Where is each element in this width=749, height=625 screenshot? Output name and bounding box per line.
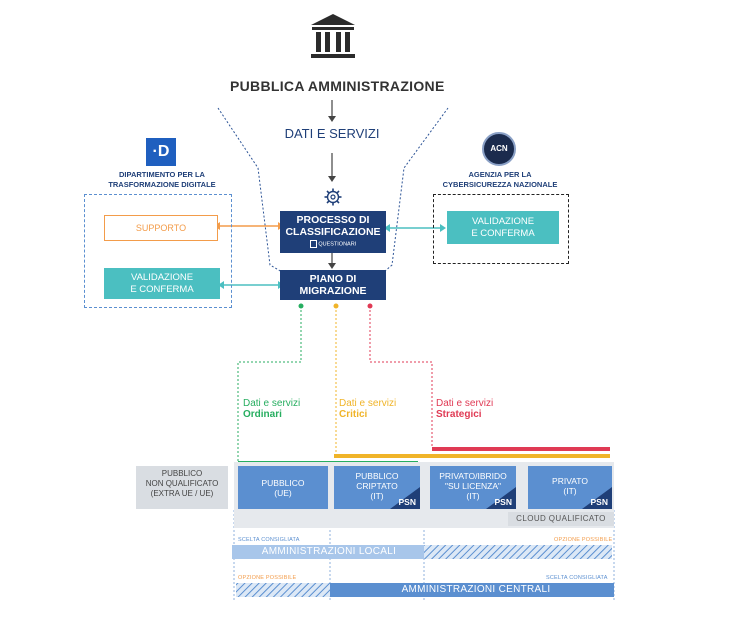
local-administrations-label: AMMINISTRAZIONI LOCALI	[261, 546, 397, 557]
page-title: PUBBLICA AMMINISTRAZIONE	[230, 78, 445, 94]
questionnaire-icon	[309, 240, 317, 248]
cloud-hybrid-line2: "SU LICENZA"	[444, 481, 502, 491]
acn-logo-text: ACN	[490, 144, 508, 153]
psn-label: PSN	[494, 497, 512, 507]
category-critici-name: Critici	[339, 409, 368, 420]
support-box: SUPPORTO	[104, 215, 218, 241]
government-building-icon	[311, 14, 355, 58]
cloud-public-line1: PUBBLICO	[261, 478, 305, 488]
acn-validation-box: VALIDAZIONE E CONFERMA	[447, 211, 559, 244]
cloud-private: PRIVATO (IT) PSN	[528, 466, 612, 509]
central-recommended-bar	[330, 583, 614, 597]
central-possible-label: OPZIONE POSSIBILE	[238, 575, 297, 581]
central-administrations-label: AMMINISTRAZIONI CENTRALI	[401, 584, 551, 595]
local-recommended-label: SCELTA CONSIGLIATA	[238, 537, 300, 543]
dtd-validation-line2: E CONFERMA	[130, 283, 194, 295]
dtd-name-line2: TRASFORMAZIONE DIGITALE	[108, 180, 216, 189]
cloud-hybrid-line1: PRIVATO/IBRIDO	[439, 471, 507, 481]
support-label: SUPPORTO	[135, 223, 187, 233]
migration-plan-box: PIANO DI MIGRAZIONE	[280, 270, 386, 300]
cloud-private-line2: (IT)	[563, 486, 577, 496]
dtd-name-line1: DIPARTIMENTO PER LA	[119, 170, 205, 179]
cloud-encrypted-line2: CRIPTATO	[356, 481, 398, 491]
local-possible-hatch	[424, 545, 612, 559]
category-strategici-name: Strategici	[436, 409, 482, 420]
psn-label: PSN	[398, 497, 416, 507]
cloud-private-hybrid: PRIVATO/IBRIDO "SU LICENZA" (IT) PSN	[430, 466, 516, 509]
questionnaire-row: QUESTIONARI	[280, 240, 386, 248]
cloud-non-qualified-line2: NON QUALIFICATO	[145, 479, 219, 488]
dtd-validation-box: VALIDAZIONE E CONFERMA	[104, 268, 220, 299]
cloud-hybrid-line3: (IT)	[466, 491, 480, 501]
psn-corner	[486, 487, 516, 509]
psn-label: PSN	[590, 497, 608, 507]
cloud-public-line2: (UE)	[274, 488, 292, 498]
acn-box	[433, 194, 569, 264]
migration-label-line1: PIANO DI	[309, 273, 357, 285]
category-ordinari-prefix: Dati e servizi	[243, 398, 301, 409]
cloud-qualified-label-text: CLOUD QUALIFICATO	[516, 514, 606, 523]
classification-label-line1: PROCESSO DI	[296, 214, 370, 226]
cloud-public-ue: PUBBLICO (UE)	[238, 466, 328, 509]
cloud-public-encrypted: PUBBLICO CRIPTATO (IT) PSN	[334, 466, 420, 509]
acn-validation-line2: E CONFERMA	[471, 227, 535, 239]
migration-label-line2: MIGRAZIONE	[299, 285, 367, 297]
dtd-validation-line1: VALIDAZIONE	[130, 271, 194, 283]
questionnaire-label: QUESTIONARI	[318, 241, 357, 248]
psn-corner	[390, 487, 420, 509]
acn-logo: ACN	[482, 132, 516, 166]
classification-process-box: PROCESSO DI CLASSIFICAZIONE QUESTIONARI	[280, 211, 386, 253]
dtd-logo: ·D	[146, 138, 176, 166]
dtd-box	[84, 194, 232, 308]
cloud-non-qualified-line3: (EXTRA UE / UE)	[150, 489, 214, 498]
dtd-logo-text: ·D	[152, 143, 170, 160]
local-possible-label: OPZIONE POSSIBILE	[554, 537, 613, 543]
local-recommended-bar	[232, 545, 424, 559]
category-critici-prefix: Dati e servizi	[339, 398, 397, 409]
data-services-label: DATI E SERVIZI	[284, 126, 380, 141]
cloud-non-qualified: PUBBLICO NON QUALIFICATO (EXTRA UE / UE)	[136, 466, 228, 509]
psn-corner	[582, 487, 612, 509]
acn-name-line1: AGENZIA PER LA	[468, 170, 532, 179]
classification-label-line2: CLASSIFICAZIONE	[285, 226, 381, 238]
central-possible-hatch	[236, 583, 330, 597]
cloud-non-qualified-line1: PUBBLICO	[161, 469, 203, 478]
cloud-encrypted-line1: PUBBLICO	[355, 471, 399, 481]
cloud-qualified-label: CLOUD QUALIFICATO	[508, 512, 614, 526]
acn-name-line2: CYBERSICUREZZA NAZIONALE	[442, 180, 558, 189]
cloud-encrypted-line3: (IT)	[370, 491, 384, 501]
category-ordinari-name: Ordinari	[243, 409, 282, 420]
acn-validation-line1: VALIDAZIONE	[471, 215, 535, 227]
gear-icon	[324, 188, 342, 206]
category-strategici-prefix: Dati e servizi	[436, 398, 494, 409]
central-recommended-label: SCELTA CONSIGLIATA	[546, 575, 608, 581]
cloud-private-line1: PRIVATO	[552, 476, 588, 486]
